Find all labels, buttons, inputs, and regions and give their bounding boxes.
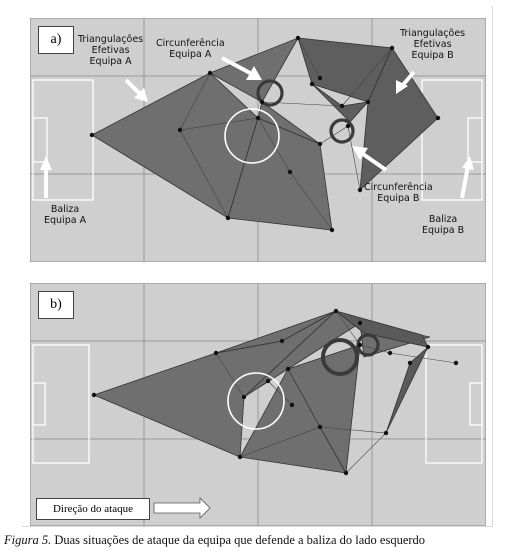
pitch-markings-a	[32, 79, 483, 201]
caption-text: Duas situações de ataque da equipa que d…	[51, 533, 426, 547]
connections-b	[215, 310, 457, 474]
figure-caption: Figura 5. Duas situações de ataque da eq…	[4, 533, 509, 548]
panel-a-label: a)	[38, 26, 74, 54]
figure-frame	[22, 6, 493, 527]
panel-a: a) Triangulações Efetivas Equipa A Circu…	[30, 18, 486, 262]
pitch-markings-b	[32, 344, 483, 464]
attack-direction-arrow	[153, 497, 211, 519]
label-effective-triangulations-a: Triangulações Efetivas Equipa A	[78, 34, 144, 67]
player-nodes-a	[89, 35, 441, 233]
panel-b-label: b)	[38, 291, 74, 319]
label-goal-a: Baliza Equipa A	[44, 204, 87, 226]
attack-direction-label: Direção do ataque	[36, 498, 150, 520]
panel-b: b) Direção do ataque	[30, 283, 486, 526]
circumference-team-a-highlight	[256, 79, 284, 107]
pitch-diagram-a	[30, 18, 486, 262]
annotation-arrows-a	[40, 56, 474, 199]
label-effective-triangulations-b: Triangulações Efetivas Equipa B	[400, 28, 466, 61]
connections-a	[179, 37, 393, 231]
circumference-team-a-midfield	[224, 108, 280, 164]
player-nodes-b	[91, 308, 459, 476]
caption-label: Figura 5.	[4, 533, 52, 547]
label-circumference-a: Circunferência Equipa A	[156, 38, 225, 60]
circumference-team-b-highlight	[329, 118, 355, 144]
label-goal-b: Baliza Equipa B	[422, 214, 465, 236]
circumference-midfield-b	[227, 372, 285, 430]
circumference-highlight-b-large	[321, 338, 359, 376]
pitch-diagram-b	[30, 283, 486, 526]
label-circumference-b: Circunferência Equipa B	[364, 182, 433, 204]
